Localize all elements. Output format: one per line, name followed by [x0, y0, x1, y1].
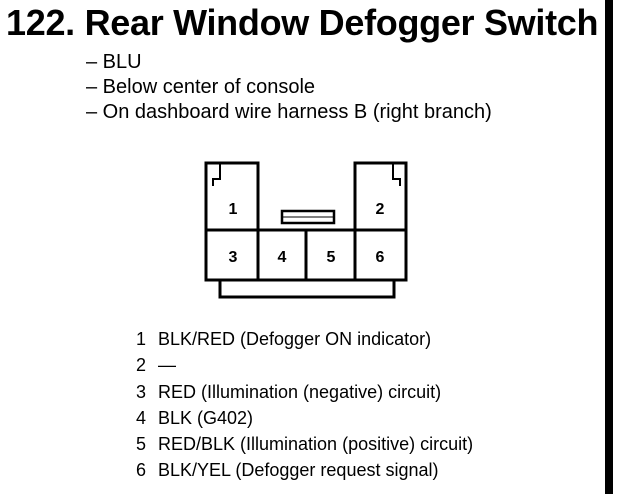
cavity-label-1: 1 [229, 201, 238, 218]
pin-number: 3 [136, 381, 147, 402]
cavity-label-4: 4 [278, 249, 287, 266]
left-cavity-post [212, 163, 221, 186]
pin-number: 5 [136, 434, 147, 455]
cavity-label-5: 5 [327, 249, 336, 266]
pin-row: 1 BLK/RED (Defogger ON indicator) [136, 326, 473, 352]
cavity-label-2: 2 [376, 201, 385, 218]
pin-row: 5 RED/BLK (Illumination (positive) circui… [136, 431, 473, 457]
connector-notes: – BLU – Below center of console – On das… [86, 50, 492, 125]
pin-row: 4 BLK (G402) [136, 405, 473, 431]
note-harness: – On dashboard wire harness B (right bra… [86, 101, 492, 123]
pin-description: BLK (G402) [158, 407, 254, 428]
pin-number: 4 [136, 407, 147, 428]
pin-description: RED (Illumination (negative) circuit) [158, 381, 442, 402]
pin-number: 6 [136, 460, 147, 481]
pin-number: 1 [136, 329, 147, 349]
cavity-label-3: 3 [229, 249, 238, 266]
right-edge-bar [605, 0, 613, 494]
pin-number: 2 [136, 355, 147, 376]
pin-description: BLK/YEL (Defogger request signal) [158, 460, 439, 481]
right-cavity-post [392, 163, 401, 186]
note-color: – BLU [86, 51, 142, 73]
pin-row: 6 BLK/YEL (Defogger request signal) [136, 457, 473, 483]
pin-row: 2— [136, 352, 473, 378]
pin-description: — [158, 355, 176, 376]
cavity-label-6: 6 [376, 249, 385, 266]
pin-description: RED/BLK (Illumination (positive) circuit… [158, 434, 474, 455]
page-title: 122. Rear Window Defogger Switch [6, 2, 599, 43]
note-location: – Below center of console [86, 76, 316, 98]
pin-row: 3 RED (Illumination (negative) circuit) [136, 379, 473, 405]
pin-description: BLK/RED (Defogger ON indicator) [158, 329, 432, 349]
